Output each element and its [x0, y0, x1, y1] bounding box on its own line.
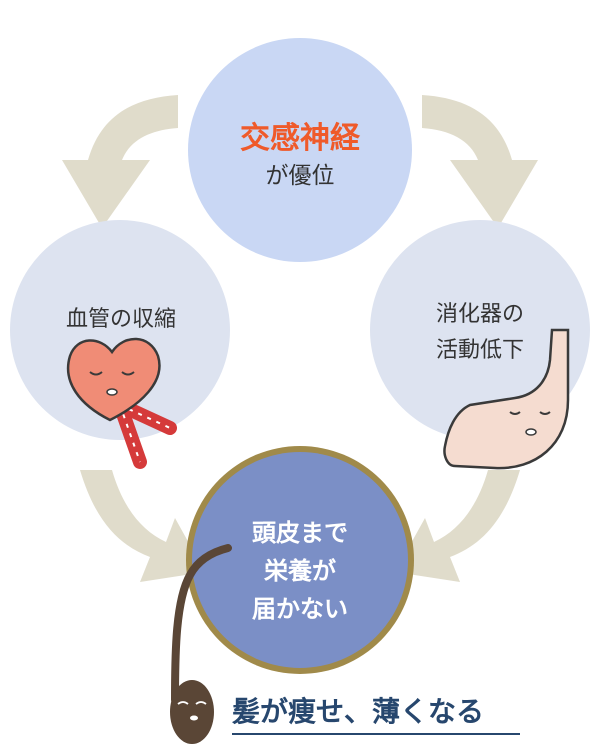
top-node-text: が優位: [265, 163, 335, 189]
top-node-circle: [188, 38, 412, 262]
arrow-top-left: [62, 95, 178, 228]
left-node-circle: [10, 220, 230, 440]
bottom-node-text-line1: 頭皮まで: [252, 519, 348, 547]
right-node-circle: [370, 220, 590, 440]
arrow-top-right: [422, 95, 538, 228]
bottom-node-circle: [192, 452, 408, 668]
heart-illustration: [66, 337, 161, 422]
bottom-node-text-line3: 届かない: [252, 595, 348, 623]
result-text: 髪が痩せ、薄くなる: [232, 695, 485, 728]
right-node-text-line1: 消化器の: [435, 302, 524, 327]
top-node-highlight-text: 交感神経: [240, 121, 360, 156]
left-node-text: 血管の収縮: [65, 307, 176, 332]
right-node-text-line2: 活動低下: [435, 338, 524, 363]
stomach-illustration: [443, 328, 570, 470]
arrow-left-bottom: [80, 470, 205, 582]
hair-illustration: [170, 544, 232, 744]
bottom-node-text-line2: 栄養が: [264, 557, 336, 585]
arrow-right-bottom: [395, 470, 520, 582]
